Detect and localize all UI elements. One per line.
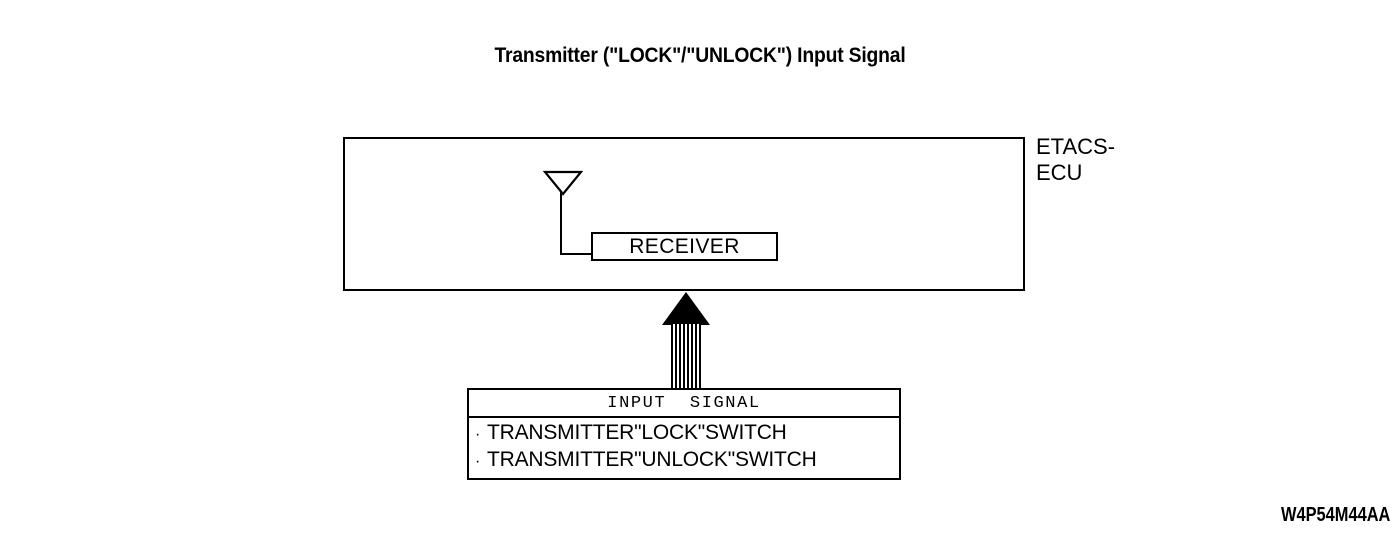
input-signal-table: INPUT SIGNAL · TRANSMITTER"LOCK"SWITCH ·… (467, 388, 901, 480)
input-signal-header: INPUT SIGNAL (469, 390, 899, 418)
list-item-label: TRANSMITTER"LOCK"SWITCH (487, 421, 787, 444)
receiver-box: RECEIVER (591, 232, 778, 261)
bullet-icon: · (475, 426, 481, 443)
etacs-ecu-box (343, 137, 1025, 291)
input-signal-arrow-shaft (671, 324, 701, 389)
antenna-stem-line (560, 191, 562, 255)
etacs-ecu-label-line1: ETACS- (1036, 134, 1116, 159)
list-item: · TRANSMITTER"LOCK"SWITCH (475, 420, 899, 447)
document-code: W4P54M44AA (1280, 504, 1390, 526)
receiver-label: RECEIVER (629, 235, 740, 258)
etacs-ecu-label-line2: ECU (1036, 160, 1083, 185)
bullet-icon: · (475, 453, 481, 470)
page-title: Transmitter ("LOCK"/"UNLOCK") Input Sign… (494, 44, 906, 67)
etacs-ecu-label: ETACS-ECU (1036, 134, 1115, 186)
antenna-elbow-line (560, 253, 593, 255)
input-signal-list: · TRANSMITTER"LOCK"SWITCH · TRANSMITTER"… (469, 418, 899, 474)
input-signal-arrow-head-icon (661, 291, 711, 326)
antenna-icon (543, 169, 583, 197)
input-signal-header-label: INPUT SIGNAL (607, 393, 761, 413)
list-item: · TRANSMITTER"UNLOCK"SWITCH (475, 447, 899, 474)
list-item-label: TRANSMITTER"UNLOCK"SWITCH (487, 448, 817, 471)
